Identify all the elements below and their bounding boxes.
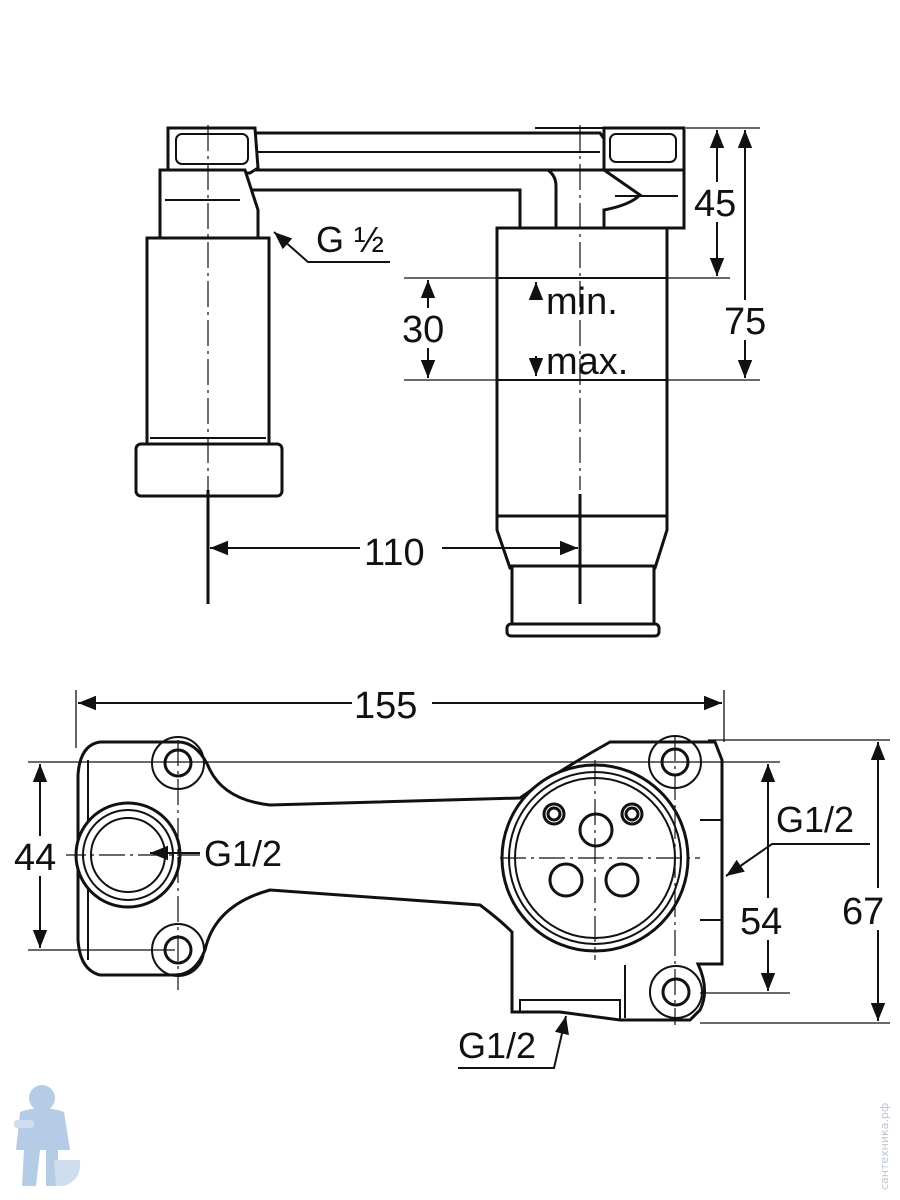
min-label: min.: [546, 281, 618, 323]
left-valve-body: [134, 125, 284, 604]
dim-155: 155: [354, 685, 417, 727]
inlet-bottom-label: G1/2: [458, 1025, 536, 1066]
inlet-callouts: G1/2 G1/2 G1/2: [150, 799, 870, 1069]
plan-center-lines: [60, 735, 700, 1025]
dimension-110: 110: [210, 528, 578, 574]
side-connection-callout: G ½: [273, 219, 390, 263]
dim-67: 67: [842, 891, 884, 933]
dim-54: 54: [740, 901, 782, 943]
left-handle-head: [158, 126, 260, 240]
max-label: max.: [546, 341, 628, 383]
dimension-54-67: 54 67: [700, 739, 894, 1024]
dim-30: 30: [402, 309, 444, 351]
dim-44: 44: [14, 837, 56, 879]
right-handle-head: [599, 126, 686, 230]
side-connection-label: G ½: [316, 219, 384, 260]
plan-view: 155 44 54 67 G1/2 G1/2: [14, 682, 894, 1069]
dimension-45-75: 45 75: [668, 127, 774, 381]
dimension-155: 155: [75, 682, 725, 748]
plumber-logo: [14, 1085, 81, 1186]
dim-110: 110: [364, 532, 425, 574]
side-view: G ½ 45 75 30 min. max.: [134, 125, 774, 638]
watermark-text: сантехника.рф: [878, 1103, 891, 1190]
inlet-right-label: G1/2: [776, 799, 854, 840]
dim-45: 45: [694, 183, 736, 225]
dimension-44: 44: [14, 761, 780, 951]
spout-arm: [237, 127, 614, 230]
dim-75: 75: [724, 301, 766, 343]
inlet-left-label: G1/2: [204, 833, 282, 874]
dimension-30: 30 min. max.: [402, 277, 628, 383]
